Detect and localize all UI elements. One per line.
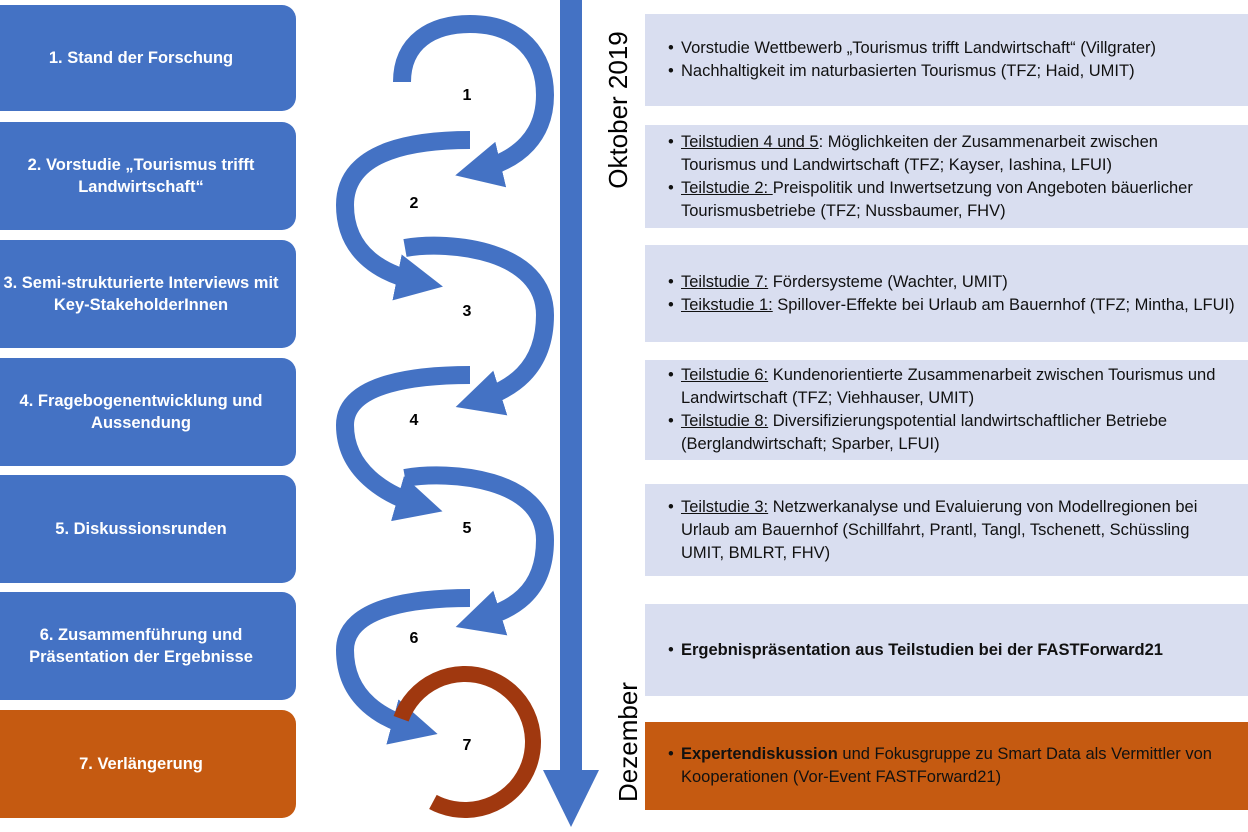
bullet-item: Teikstudie 1: Spillover-Effekte bei Urla…: [668, 294, 1236, 317]
loop-arrow-7: [389, 666, 541, 819]
curved-arrow-5: [403, 466, 555, 636]
step-label-7: 7. Verlängerung: [79, 755, 203, 773]
bullet-item: Teilstudie 6: Kundenorientierte Zusammen…: [668, 364, 1236, 410]
content-box-7: Expertendiskussion und Fokusgruppe zu Sm…: [645, 722, 1248, 810]
timeline-arrowhead: [543, 770, 599, 827]
study-label: Teilstudie 3:: [681, 497, 769, 516]
curved-arrow-2: [335, 131, 471, 301]
bullet-item: Teilstudie 8: Diversifizierungspotential…: [668, 410, 1236, 456]
item-text: und Fokusgruppe zu Smart Data als Vermit…: [681, 745, 1212, 786]
bullet-item: Nachhaltigkeit im naturbasierten Tourism…: [668, 60, 1236, 83]
content-box-1: Vorstudie Wettbewerb „Tourismus trifft L…: [645, 14, 1248, 106]
content-box-2: Teilstudien 4 und 5: Möglichkeiten der Z…: [645, 125, 1248, 228]
timeline-end-label: Dezember: [613, 682, 643, 802]
curved-arrow-1: [393, 14, 555, 188]
curved-arrow-4: [335, 366, 471, 522]
study-label: Teilstudie 2:: [681, 178, 773, 197]
step-box-5: 5. Diskussionsrunden: [0, 475, 296, 583]
bullet-item: Expertendiskussion und Fokusgruppe zu Sm…: [668, 743, 1236, 789]
step-number-4: 4: [409, 412, 419, 429]
step-box-4: 4. Fragebogenentwicklung und Aussendung: [0, 358, 296, 466]
bullet-item: Teilstudie 2: Preispolitik und Inwertset…: [668, 177, 1236, 223]
content-box-5: Teilstudie 3: Netzwerkanalyse und Evalui…: [645, 484, 1248, 576]
bullet-item: Ergebnispräsentation aus Teilstudien bei…: [668, 639, 1236, 662]
item-text: : Möglichkeiten der Zusammenarbeit zwisc…: [681, 132, 1158, 174]
step-label-4: 4. Fragebogenentwicklung und Aussendung: [19, 392, 263, 432]
content-box-3: Teilstudie 7: Fördersysteme (Wachter, UM…: [645, 245, 1248, 342]
step-number-5: 5: [462, 520, 472, 537]
step-label-5: 5. Diskussionsrunden: [55, 520, 227, 538]
step-label-1: 1. Stand der Forschung: [48, 49, 234, 67]
step-box-7: 7. Verlängerung: [0, 710, 296, 818]
study-label: Teilstudie 7:: [681, 272, 769, 291]
item-text: Kundenorientierte Zusammenarbeit zwische…: [681, 366, 1216, 407]
step-label-6: 6. Zusammenführung und Präsentation der …: [29, 626, 253, 666]
bullet-item: Vorstudie Wettbewerb „Tourismus trifft L…: [668, 37, 1236, 60]
item-text: Nachhaltigkeit im naturbasierten Tourism…: [681, 62, 1135, 80]
curved-arrow-6: [335, 589, 471, 745]
timeline-shaft: [560, 0, 582, 780]
item-text: Diversifizierungspotential landwirtschaf…: [681, 412, 1168, 453]
step-label-2: 2. Vorstudie „Tourismus trifft Landwirts…: [27, 156, 255, 196]
step-number-1: 1: [462, 87, 472, 104]
item-text: Netzwerkanalyse und Evaluierung von Mode…: [681, 497, 1198, 562]
timeline-start-label: Oktober 2019: [603, 31, 633, 189]
item-text: Preispolitik und Inwertsetzung von Angeb…: [681, 178, 1193, 220]
step-label-3: 3. Semi-strukturierte Interviews mit Key…: [3, 274, 279, 314]
item-bold-text: Expertendiskussion: [681, 745, 838, 763]
study-label: Teilstudie 6:: [681, 366, 769, 384]
item-text: Fördersysteme (Wachter, UMIT): [768, 272, 1008, 291]
step-number-7: 7: [462, 737, 472, 754]
content-box-4: Teilstudie 6: Kundenorientierte Zusammen…: [645, 360, 1248, 460]
study-label: Teilstudien 4 und 5: [681, 132, 819, 151]
step-number-2: 2: [409, 195, 419, 212]
study-label: Teikstudie 1:: [681, 295, 773, 314]
step-box-1: 1. Stand der Forschung: [0, 5, 296, 111]
study-label: Teilstudie 8:: [681, 412, 769, 430]
item-text: Spillover-Effekte bei Urlaub am Bauernho…: [772, 295, 1235, 314]
step-box-3: 3. Semi-strukturierte Interviews mit Key…: [0, 240, 296, 348]
step-box-2: 2. Vorstudie „Tourismus trifft Landwirts…: [0, 122, 296, 230]
bullet-item: Teilstudie 7: Fördersysteme (Wachter, UM…: [668, 271, 1236, 294]
item-text: Vorstudie Wettbewerb „Tourismus trifft L…: [681, 39, 1157, 57]
item-bold-text: Ergebnispräsentation aus Teilstudien bei…: [681, 640, 1163, 659]
curved-arrow-3: [403, 236, 555, 416]
step-box-6: 6. Zusammenführung und Präsentation der …: [0, 592, 296, 700]
step-number-6: 6: [409, 630, 419, 647]
content-box-6: Ergebnispräsentation aus Teilstudien bei…: [645, 604, 1248, 696]
bullet-item: Teilstudie 3: Netzwerkanalyse und Evalui…: [668, 496, 1236, 565]
bullet-item: Teilstudien 4 und 5: Möglichkeiten der Z…: [668, 131, 1236, 177]
step-number-3: 3: [462, 303, 472, 320]
